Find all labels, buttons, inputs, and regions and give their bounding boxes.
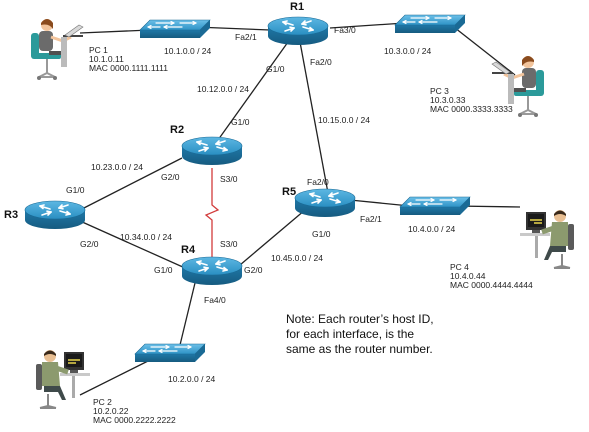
network-10-34: 10.34.0.0 / 24 bbox=[120, 232, 172, 242]
iface-r2-s30: S3/0 bbox=[220, 174, 238, 184]
pc3-ip: 10.3.0.33 bbox=[430, 95, 466, 105]
iface-r4-s30: S3/0 bbox=[220, 239, 238, 249]
iface-r4-fa40: Fa4/0 bbox=[204, 295, 226, 305]
iface-r4-g10: G1/0 bbox=[154, 265, 173, 275]
network-10-45: 10.45.0.0 / 24 bbox=[271, 253, 323, 263]
network-10-15: 10.15.0.0 / 24 bbox=[318, 115, 370, 125]
iface-r5-g10: G1/0 bbox=[312, 229, 331, 239]
iface-r2-g20: G2/0 bbox=[161, 172, 180, 182]
iface-r3-g20: G2/0 bbox=[80, 239, 99, 249]
router-r2 bbox=[181, 136, 243, 166]
switch-10-1 bbox=[139, 19, 211, 39]
switch-10-2 bbox=[134, 343, 206, 363]
link-r1-switch3 bbox=[329, 22, 406, 29]
pc4-label: PC 4 10.4.0.44 MAC 0000.4444.4444 bbox=[450, 262, 533, 290]
iface-r1-fa20: Fa2/0 bbox=[310, 57, 332, 67]
network-10-2: 10.2.0.0 / 24 bbox=[168, 374, 216, 384]
iface-r5-fa21: Fa2/1 bbox=[360, 214, 382, 224]
pc2-mac: MAC 0000.2222.2222 bbox=[93, 415, 176, 425]
network-10-23: 10.23.0.0 / 24 bbox=[91, 162, 143, 172]
pc4-user-icon bbox=[520, 210, 574, 268]
network-10-1: 10.1.0.0 / 24 bbox=[164, 46, 212, 56]
router-label-r1: R1 bbox=[290, 1, 304, 13]
link-r5-switch4 bbox=[349, 199, 411, 207]
pc1-user-icon bbox=[29, 17, 85, 82]
pc2-ip: 10.2.0.22 bbox=[93, 406, 129, 416]
router-r5 bbox=[294, 188, 356, 218]
pc3-mac: MAC 0000.3333.3333 bbox=[430, 104, 513, 114]
pc4-name: PC 4 bbox=[450, 262, 469, 272]
link-r4-switch2 bbox=[179, 282, 196, 346]
router-r4 bbox=[181, 256, 243, 286]
note-line-2: for each interface, is the bbox=[286, 327, 414, 341]
host-id-note: Note: Each router’s host ID, for each in… bbox=[286, 312, 434, 356]
link-switch2-pc2 bbox=[79, 359, 151, 396]
network-10-12: 10.12.0.0 / 24 bbox=[197, 84, 249, 94]
router-label-r3: R3 bbox=[4, 209, 18, 221]
link-r4-r5 bbox=[239, 209, 306, 266]
link-r1-r2 bbox=[217, 41, 289, 141]
link-switch3-pc3 bbox=[449, 23, 516, 76]
pc1-mac: MAC 0000.1111.1111 bbox=[89, 63, 168, 73]
link-pc1-switch1 bbox=[79, 29, 151, 34]
pc4-ip: 10.4.0.44 bbox=[450, 271, 486, 281]
pc3-name: PC 3 bbox=[430, 86, 449, 96]
pc2-label: PC 2 10.2.0.22 MAC 0000.2222.2222 bbox=[93, 397, 176, 425]
pc4-mac: MAC 0000.4444.4444 bbox=[450, 280, 533, 290]
pc1-ip: 10.1.0.11 bbox=[89, 54, 124, 64]
iface-r3-g10: G1/0 bbox=[66, 185, 85, 195]
network-10-4: 10.4.0.0 / 24 bbox=[408, 224, 456, 234]
pc2-user-icon bbox=[36, 350, 90, 408]
note-line-3: same as the router number. bbox=[286, 342, 433, 356]
pc1-name: PC 1 bbox=[89, 45, 108, 55]
pc1-label: PC 1 10.1.0.11 MAC 0000.1111.1111 bbox=[89, 45, 168, 73]
router-label-r2: R2 bbox=[170, 124, 184, 136]
router-r1 bbox=[267, 16, 329, 46]
link-r1-r5 bbox=[299, 41, 329, 194]
router-label-r5: R5 bbox=[282, 186, 296, 198]
pc3-label: PC 3 10.3.0.33 MAC 0000.3333.3333 bbox=[430, 86, 513, 114]
serial-link-r2-r4 bbox=[204, 168, 220, 258]
iface-r1-g10: G1/0 bbox=[266, 64, 285, 74]
iface-r1-fa21: Fa2/1 bbox=[235, 32, 257, 42]
pc2-name: PC 2 bbox=[93, 397, 112, 407]
router-r3 bbox=[24, 200, 86, 230]
iface-r2-g10: G1/0 bbox=[231, 117, 250, 127]
switch-10-4 bbox=[399, 196, 471, 216]
network-10-3: 10.3.0.0 / 24 bbox=[384, 46, 432, 56]
switch-10-3 bbox=[394, 14, 466, 34]
note-line-1: Note: Each router’s host ID, bbox=[286, 312, 434, 326]
link-r3-r4 bbox=[79, 220, 186, 269]
link-r2-r3 bbox=[79, 157, 183, 211]
router-label-r4: R4 bbox=[181, 244, 196, 256]
iface-r5-fa20: Fa2/0 bbox=[307, 177, 329, 187]
iface-r1-fa30: Fa3/0 bbox=[334, 25, 356, 35]
iface-r4-g20: G2/0 bbox=[244, 265, 263, 275]
